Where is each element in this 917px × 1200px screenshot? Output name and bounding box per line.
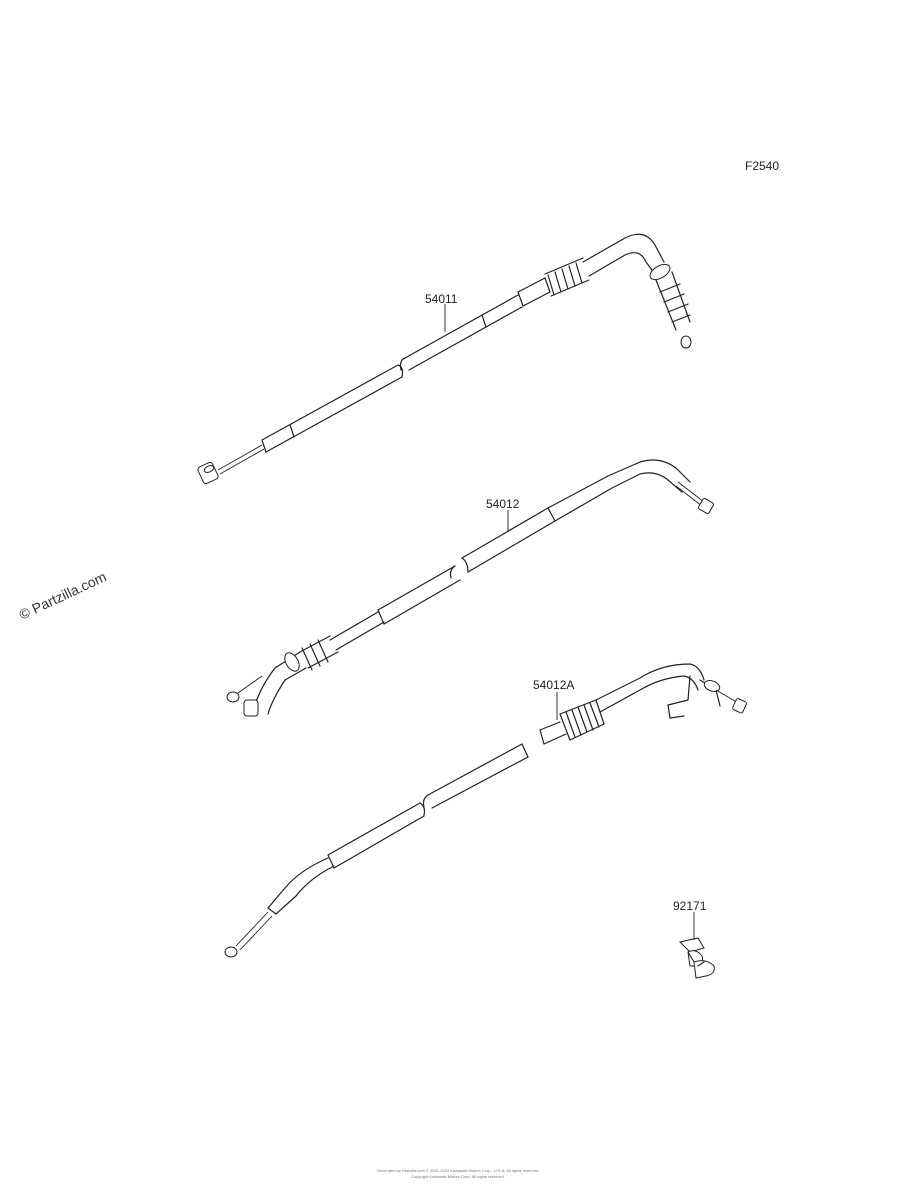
cable-54012[interactable]: [226, 459, 714, 717]
part-label-54012a[interactable]: 54012A: [533, 678, 574, 692]
clamp-92171[interactable]: [679, 937, 715, 979]
footer-line-2: Copyright Kawasaki Motors Corp. All righ…: [411, 1174, 505, 1179]
part-label-54011[interactable]: 54011: [425, 292, 458, 306]
part-label-92171[interactable]: 92171: [673, 899, 707, 913]
footer-line-1: Generated by Partzilla.com © 2001-2024 K…: [377, 1168, 540, 1173]
cable-54012a[interactable]: [224, 663, 747, 958]
watermark: © Partzilla.com: [17, 568, 109, 622]
figure-code: F2540: [745, 159, 779, 173]
part-label-54012[interactable]: 54012: [486, 497, 520, 511]
cable-54011[interactable]: [197, 233, 692, 485]
